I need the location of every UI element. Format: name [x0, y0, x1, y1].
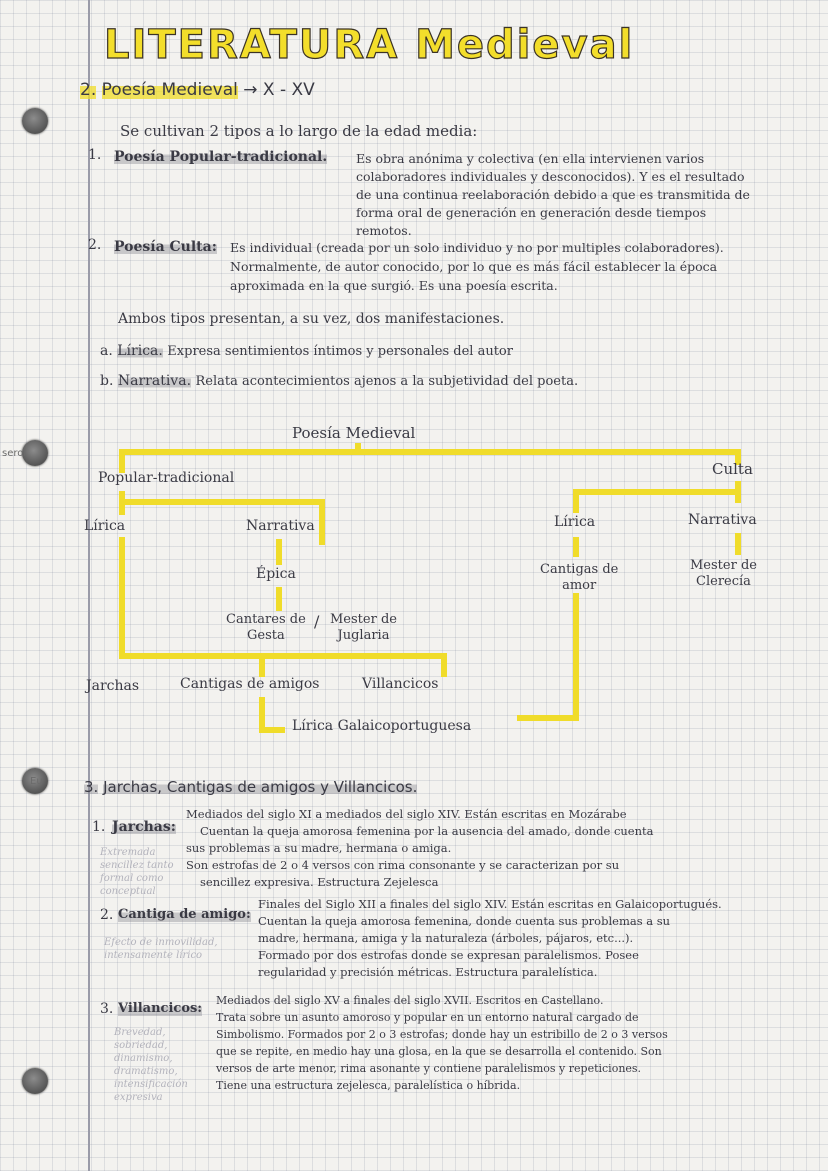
node-epica: Épica [256, 566, 296, 582]
node-culta: Culta [712, 460, 753, 478]
node-galaicoportuguesa: Lírica Galaicoportuguesa [292, 718, 472, 734]
section-title: Poesía Medieval [101, 80, 238, 100]
section-2-heading: 2. Poesía Medieval → X - XV [80, 80, 315, 100]
item-2-number: 2. [88, 237, 102, 253]
node-slash: / [314, 612, 320, 631]
item-1-title: Poesía Popular-tradicional. [114, 148, 328, 166]
manifestation-b: b. Narrativa. Relata acontecimientos aje… [100, 373, 579, 389]
villancicos-number: 3. [100, 1001, 114, 1017]
binder-hole [22, 108, 48, 134]
node-popular: Popular-tradicional [98, 470, 235, 486]
cantiga-text: Finales del Siglo XII a finales del sigl… [258, 897, 722, 979]
jarchas-number: 1. [92, 819, 106, 835]
node-jarchas: Jarchas [86, 678, 140, 694]
hole-label: serol [2, 448, 27, 459]
section-title: Jarchas, Cantigas de amigos y Villancico… [103, 778, 418, 796]
jarchas-note: Extremada sencillez tanto formal como co… [100, 847, 174, 897]
section-number: 3. [84, 778, 99, 796]
villancicos-title: Villancicos: [118, 1000, 203, 1018]
page-title: LITERATURA Medieval [103, 21, 635, 68]
node-root: Poesía Medieval [292, 424, 416, 442]
node-villancicos: Villancicos [362, 676, 439, 692]
section-3-heading: 3. Jarchas, Cantigas de amigos y Villanc… [84, 778, 418, 796]
cantiga-title: Cantiga de amigo: [118, 906, 251, 924]
cantiga-number: 2. [100, 907, 114, 923]
manifestation-a: a. Lírica. Expresa sentimientos íntimos … [100, 343, 513, 359]
cantiga-note: Efecto de inmovilidad, intensamente líri… [104, 937, 218, 961]
item-1-number: 1. [88, 147, 102, 163]
section-2-intro: Se cultivan 2 tipos a lo largo de la eda… [120, 122, 478, 140]
item-1-text: Es obra anónima y colectiva (en ella int… [356, 151, 750, 238]
century-range: → X - XV [243, 80, 315, 100]
hole-label: Eu [30, 776, 43, 787]
binder-hole [22, 440, 48, 466]
node-narrativa-culta: Narrativa [688, 512, 757, 528]
both-types-text: Ambos tipos presentan, a su vez, dos man… [118, 311, 505, 327]
item-2-text: Es individual (creada por un solo indivi… [230, 240, 724, 293]
margin-line [88, 0, 90, 1171]
jarchas-title: Jarchas: [112, 818, 176, 836]
binder-hole [22, 768, 48, 794]
node-lirica-culta: Lírica [554, 514, 596, 530]
jarchas-text: Mediados del siglo XI a mediados del sig… [186, 807, 654, 889]
item-2-title: Poesía Culta: [114, 238, 217, 256]
villancicos-note: Brevedad, sobriedad, dinamismo, dramatis… [114, 1027, 188, 1103]
node-lirica-popular: Lírica [84, 518, 126, 534]
binder-hole [22, 1068, 48, 1094]
node-narrativa-popular: Narrativa [246, 518, 315, 534]
villancicos-text: Mediados del siglo XV a finales del sigl… [216, 994, 668, 1092]
node-cantigas-amigos: Cantigas de amigos [180, 676, 320, 692]
section-number: 2. [80, 80, 97, 100]
